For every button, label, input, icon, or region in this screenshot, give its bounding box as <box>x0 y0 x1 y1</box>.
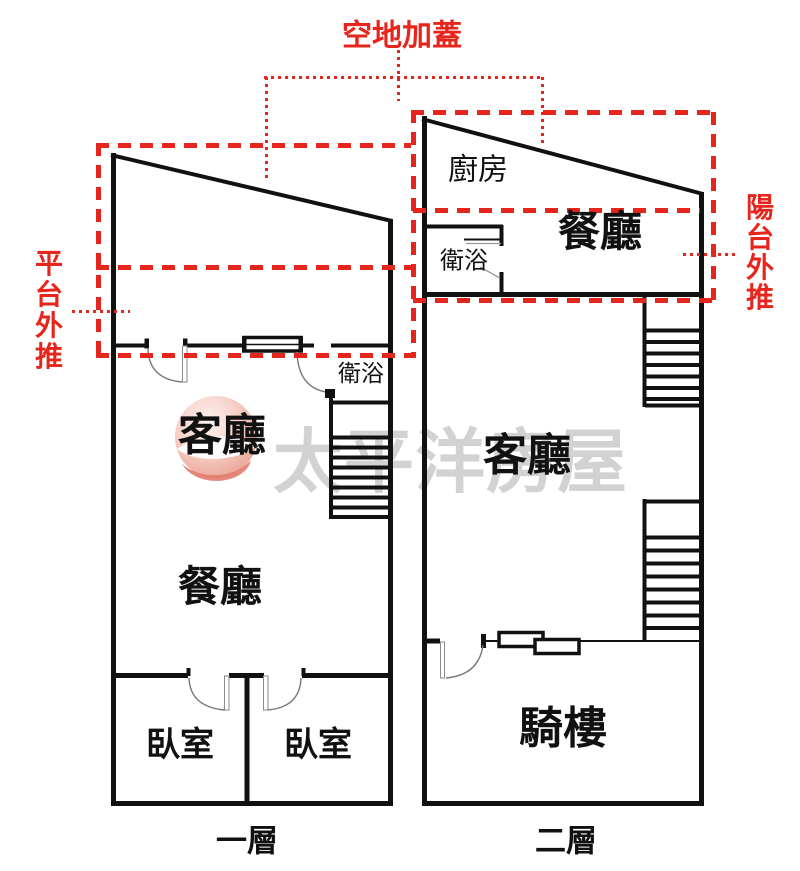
floor-left-stairs <box>329 393 390 519</box>
floor-left-walls <box>110 153 393 806</box>
room-label-arcade: 騎樓 <box>519 703 607 753</box>
room-label-left-dining: 餐廳 <box>177 562 263 610</box>
floor-right-stairs-upper <box>642 294 700 408</box>
annotation-dotted-lines <box>72 50 739 313</box>
room-label-left-living: 客廳 <box>178 410 266 460</box>
floor-right-stairs-lower <box>642 499 700 641</box>
annotation-label-platform-extension: 平 台 外 推 <box>34 248 64 372</box>
floor-right-walls <box>421 116 704 806</box>
floor-left-window <box>242 335 303 353</box>
room-label-left-bath: 衛浴 <box>338 359 384 386</box>
annotation-label-rooftop-addition: 空地加蓋 <box>342 19 462 53</box>
room-label-kitchen: 廚房 <box>448 153 508 187</box>
annotation-dashed-lines <box>96 110 716 358</box>
room-label-bedroom-b: 臥室 <box>284 726 352 765</box>
floor-right-entry-door <box>440 634 486 679</box>
caption-floor-two: 二層 <box>535 823 597 859</box>
watermark-logo-icon <box>175 396 257 481</box>
room-label-right-bath: 衛浴 <box>440 247 488 275</box>
room-label-right-dining: 餐廳 <box>557 207 643 255</box>
floor-left-doors <box>144 338 335 711</box>
room-label-bedroom-a: 臥室 <box>146 726 214 765</box>
annotation-label-balcony-extension: 陽 台 外 推 <box>745 192 775 313</box>
floor-right-window <box>497 630 581 656</box>
room-label-right-living: 客廳 <box>483 430 571 480</box>
caption-floor-one: 一層 <box>216 823 278 859</box>
floor-right-bath-door <box>464 238 501 279</box>
